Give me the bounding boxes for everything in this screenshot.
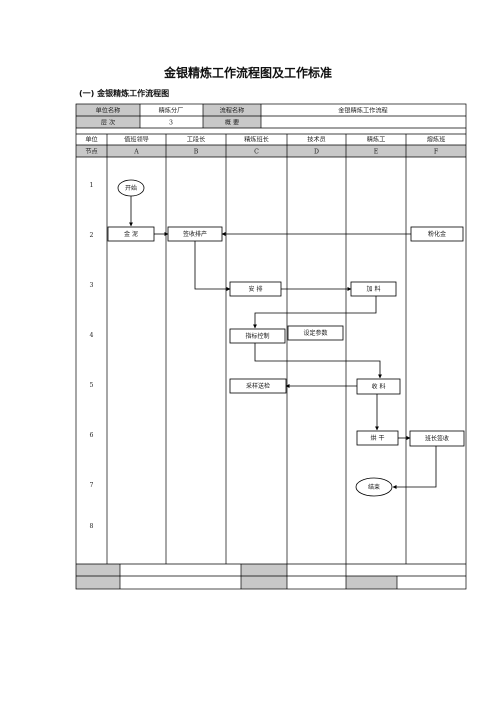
nodes-label: 节点 [85, 148, 97, 156]
powder-gold-label: 粉化金 [428, 230, 446, 238]
role-e: 精炼工 [367, 136, 386, 144]
row-number-4: 4 [90, 332, 94, 339]
arrow-indicator-to-collect [254, 343, 382, 379]
process-name-value: 金银精炼工作流程 [338, 107, 388, 115]
section-subtitle: (一) 金银精炼工作流程图 [79, 89, 170, 98]
sign-arrange-box [167, 226, 223, 242]
row-number-7: 7 [90, 482, 94, 489]
row-number-2: 2 [90, 232, 94, 239]
role-a: 值班领导 [124, 136, 149, 144]
roles-label: 单位 [85, 136, 97, 144]
gold-mud-box [107, 226, 155, 242]
collect-material-box [356, 378, 401, 395]
leader-sign-label: 班长签收 [425, 435, 449, 443]
arrow-add-to-indicator [253, 296, 377, 329]
process-name-label: 流程名称 [220, 107, 245, 115]
node-f: F [434, 149, 439, 156]
arrange-label: 安 排 [249, 285, 263, 293]
start-node [117, 179, 145, 197]
unit-name-value: 精炼分厂 [159, 107, 184, 115]
indicator-control-box [229, 328, 286, 344]
dry-label: 烘 干 [371, 434, 385, 442]
level-value: 3 [169, 120, 173, 127]
arrow-leader-sign-to-end [392, 446, 437, 489]
row-number-5: 5 [90, 382, 94, 389]
indicator-control-label: 指标控制 [245, 332, 269, 340]
node-b: B [194, 149, 199, 156]
role-f: 熔炼班 [427, 136, 446, 144]
role-b: 工段长 [187, 136, 206, 144]
node-c: C [254, 149, 259, 156]
role-d: 技术员 [307, 136, 326, 144]
leader-sign-box [409, 430, 465, 447]
arrow-sign-to-arrange [194, 241, 231, 291]
node-e: E [374, 149, 379, 156]
add-material-box [350, 281, 397, 297]
table-frame [75, 103, 467, 590]
gold-mud-label: 金 泥 [124, 230, 138, 238]
end-label: 结束 [368, 483, 380, 491]
level-label: 层 次 [101, 119, 115, 127]
add-material-label: 加 料 [367, 285, 381, 293]
dry-box [356, 430, 399, 446]
sign-arrange-label: 签收排产 [183, 230, 207, 238]
page-title: 金银精炼工作流程图及工作标准 [163, 66, 332, 80]
role-c: 精炼班长 [244, 136, 269, 144]
sample-send-box [229, 378, 287, 394]
row-number-8: 8 [90, 523, 94, 530]
collect-material-label: 收 料 [372, 383, 386, 391]
end-node [355, 477, 393, 497]
sample-send-label: 采样送检 [246, 382, 270, 390]
row-number-3: 3 [90, 282, 94, 289]
set-params-box [287, 325, 344, 341]
node-a: A [133, 149, 139, 156]
node-d: D [314, 149, 319, 156]
powder-gold-box [410, 226, 464, 242]
start-label: 开始 [125, 184, 137, 192]
row-number-1: 1 [90, 182, 94, 189]
row-number-6: 6 [90, 432, 94, 439]
summary-label: 概 要 [225, 119, 239, 127]
set-params-label: 设定参数 [303, 329, 327, 337]
header-shading [76, 104, 466, 589]
unit-name-label: 单位名称 [96, 107, 121, 115]
arrange-box [229, 281, 282, 297]
